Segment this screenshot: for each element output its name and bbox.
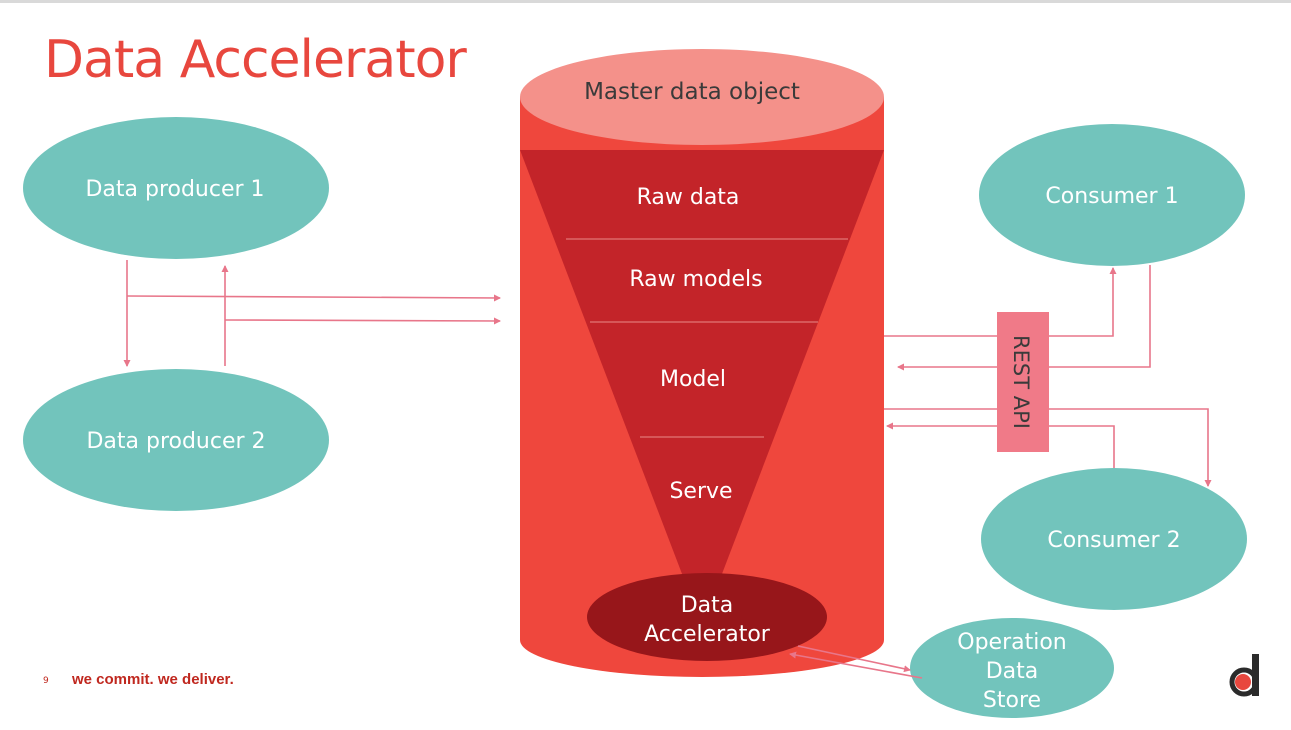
core-to-ods-arrow: [797, 645, 911, 673]
producer-2-label: Data producer 2: [86, 429, 265, 454]
producer-1-to-cylinder-arrow: [126, 294, 501, 302]
ods-ellipse: [910, 618, 1114, 718]
consumer-1-ellipse: [979, 124, 1245, 266]
data-producer-2: Data producer 2: [23, 369, 329, 511]
core-label-line-2: Accelerator: [644, 622, 771, 647]
consumer-2-label: Consumer 2: [1047, 528, 1180, 553]
cylinder-to-consumer-2-arrow: [884, 408, 1212, 487]
producer-2-ellipse: [23, 369, 329, 511]
producer-1-ellipse: [23, 117, 329, 259]
producer-1-label: Data producer 1: [85, 177, 264, 202]
consumer-2-ellipse: [981, 468, 1247, 610]
ods-label-line-1: Operation: [957, 630, 1066, 655]
ods-label-line-2: Data: [986, 659, 1039, 684]
consumer-connectors: [789, 265, 1212, 679]
footer-tagline: we commit. we deliver.: [72, 671, 234, 688]
rest-api-box: REST API: [997, 312, 1049, 452]
cylinder-to-consumer-1-arrow: [884, 267, 1117, 337]
ods-to-core-arrow: [789, 651, 923, 679]
logo-bowl: [1229, 667, 1259, 697]
top-rule: [0, 0, 1291, 3]
consumer-1-label: Consumer 1: [1045, 184, 1178, 209]
producer-2-to-cylinder-arrow: [224, 317, 501, 325]
layer-serve: Serve: [669, 479, 732, 504]
consumer-2-to-cylinder-arrow: [886, 422, 1115, 468]
logo-dot: [1235, 674, 1251, 690]
consumer-1-to-cylinder-arrow: [897, 265, 1151, 371]
rest-api-label: REST API: [1009, 335, 1033, 429]
cylinder-top-label: Master data object: [584, 79, 800, 105]
ods-label-line-3: Store: [983, 688, 1041, 713]
cylinder-top: [520, 49, 884, 145]
data-producer-1: Data producer 1: [23, 117, 329, 259]
page-number: 9: [43, 676, 49, 686]
rest-api-rect: [997, 312, 1049, 452]
slide-title: Data Accelerator: [44, 30, 467, 90]
layer-raw-models: Raw models: [629, 267, 762, 292]
master-data-cylinder: Master data object Raw data Raw models M…: [520, 49, 884, 677]
consumer-1: Consumer 1: [979, 124, 1245, 266]
producer-connectors: [123, 260, 501, 367]
core-label-line-1: Data: [681, 593, 734, 618]
funnel: [520, 150, 884, 600]
layer-model: Model: [660, 367, 726, 392]
consumer-2: Consumer 2: [981, 468, 1247, 610]
company-logo: [1229, 654, 1259, 697]
operation-data-store: Operation Data Store: [910, 618, 1114, 718]
data-accelerator-core: [587, 573, 827, 661]
layer-raw-data: Raw data: [637, 185, 740, 210]
